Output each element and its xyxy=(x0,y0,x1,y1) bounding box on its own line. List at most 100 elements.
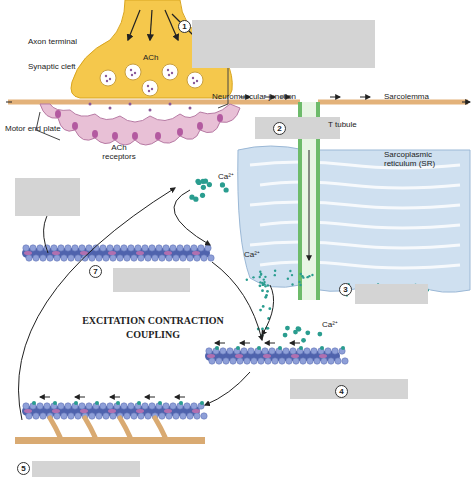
actin-bead xyxy=(40,255,46,261)
actin-bead xyxy=(61,255,67,261)
blank-label-box xyxy=(355,284,428,304)
actin-bead xyxy=(89,255,95,261)
ach-molecule xyxy=(169,103,172,106)
blank-label-box xyxy=(15,178,80,216)
calcium-ion xyxy=(224,187,229,192)
calcium-ion xyxy=(259,271,261,273)
calcium-ion xyxy=(252,276,254,278)
actin-bead xyxy=(177,245,183,251)
myosin-head xyxy=(155,418,165,437)
cycle-arrow xyxy=(262,285,274,335)
actin-bead xyxy=(220,348,226,354)
actin-bead xyxy=(216,358,222,364)
actin-bead xyxy=(58,245,64,251)
actin-bead xyxy=(321,358,327,364)
calcium-ion xyxy=(274,270,276,272)
synaptic-vesicle xyxy=(187,72,203,88)
actin-bead xyxy=(96,413,102,419)
calcium-ion xyxy=(268,307,271,310)
calcium-ion xyxy=(259,309,262,312)
calcium-ion xyxy=(285,326,290,331)
actin-bead xyxy=(156,245,162,251)
cycle-arrow xyxy=(205,372,250,405)
calcium-ion xyxy=(246,279,248,281)
calcium-ion xyxy=(317,332,322,337)
calcium-ion xyxy=(196,180,201,185)
ach-molecule xyxy=(106,80,108,82)
actin-bead xyxy=(72,245,78,251)
troponin xyxy=(108,409,116,413)
actin-bead xyxy=(138,413,144,419)
actin-bead xyxy=(26,413,32,419)
blank-label-box xyxy=(192,20,375,68)
calcium-ion xyxy=(267,284,269,286)
calcium-ion xyxy=(189,195,194,200)
ach-receptor xyxy=(217,114,223,122)
actin-bead xyxy=(180,255,186,261)
myosin-head xyxy=(120,418,130,437)
ach-molecule xyxy=(109,78,111,80)
actin-bead xyxy=(33,255,39,261)
ach-receptor xyxy=(177,128,183,136)
actin-bead xyxy=(223,358,229,364)
cycle-arrow xyxy=(174,190,210,245)
actin-bead xyxy=(61,413,67,419)
calcium-ion xyxy=(265,294,268,297)
myofilament xyxy=(205,346,348,364)
calcium-ion xyxy=(263,281,265,283)
actin-bead xyxy=(163,403,169,409)
actin-bead xyxy=(191,245,197,251)
troponin xyxy=(136,409,144,413)
calcium-ion xyxy=(274,274,276,276)
ach-molecule xyxy=(147,85,149,87)
sr-fold xyxy=(250,202,460,208)
sr-fold xyxy=(260,262,460,268)
troponin xyxy=(164,251,172,255)
calcium-ion xyxy=(260,273,262,275)
calcium-ion xyxy=(278,346,282,350)
actin-bead xyxy=(23,403,29,409)
troponin xyxy=(52,251,60,255)
actin-bead xyxy=(244,358,250,364)
actin-bead xyxy=(173,413,179,419)
part-label: Ca²⁺ xyxy=(244,250,260,259)
ach-molecule xyxy=(89,103,92,106)
myosin-head xyxy=(85,418,95,437)
actin-bead xyxy=(51,245,57,251)
actin-bead xyxy=(342,358,348,364)
slide-arrow xyxy=(110,397,120,398)
actin-bead xyxy=(335,358,341,364)
calcium-ion xyxy=(260,273,262,275)
actin-bead xyxy=(58,403,64,409)
ach-receptor xyxy=(55,110,61,118)
callout-number: 1 xyxy=(178,20,191,33)
myosin-filament xyxy=(15,437,205,444)
blank-label-box xyxy=(32,461,140,477)
actin-bead xyxy=(37,403,43,409)
calcium-ion xyxy=(261,289,264,292)
cycle-arrow xyxy=(212,262,262,340)
actin-bead xyxy=(138,255,144,261)
sarcoplasmic-reticulum xyxy=(238,146,470,294)
actin-bead xyxy=(89,413,95,419)
ach-molecule xyxy=(196,80,198,82)
actin-bead xyxy=(325,348,331,354)
actin-bead xyxy=(26,255,32,261)
impulse-arrow xyxy=(330,97,340,98)
blank-label-box xyxy=(255,117,340,139)
calcium-ion xyxy=(158,401,162,405)
part-label: Neuromuscular junction xyxy=(212,92,296,101)
actin-bead xyxy=(300,358,306,364)
actin-bead xyxy=(163,245,169,251)
troponin xyxy=(319,354,327,358)
troponin xyxy=(192,409,200,413)
actin-bead xyxy=(237,358,243,364)
ach-receptor xyxy=(132,132,138,140)
part-label: T tubule xyxy=(328,120,357,129)
actin-bead xyxy=(227,348,233,354)
actin-bead xyxy=(79,245,85,251)
actin-bead xyxy=(33,413,39,419)
ach-molecule xyxy=(192,77,194,79)
calcium-ion xyxy=(341,346,345,350)
calcium-ion xyxy=(291,283,293,285)
